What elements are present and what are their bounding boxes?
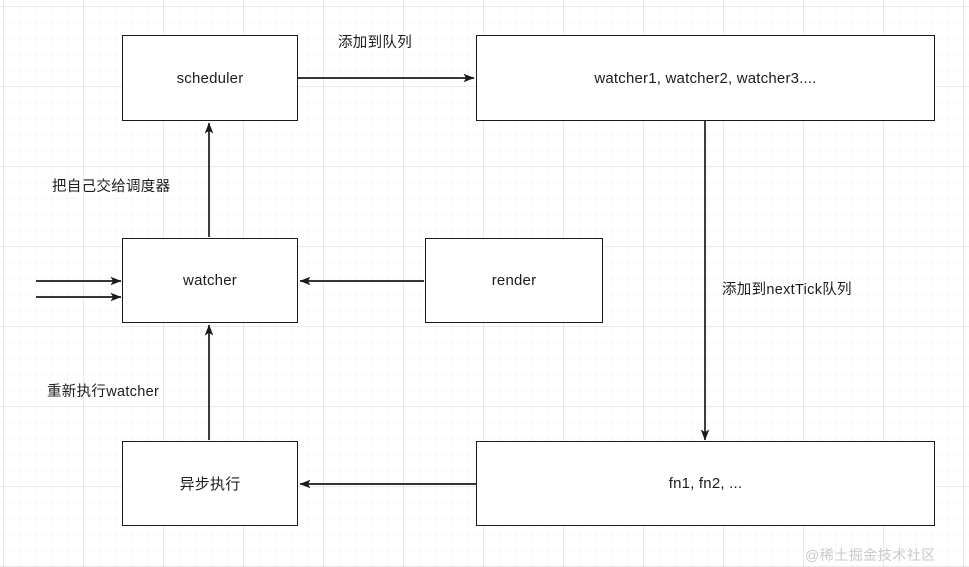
node-watcher-queue-label: watcher1, watcher2, watcher3.... — [594, 69, 817, 87]
edge-label-give-self-to-scheduler: 把自己交给调度器 — [52, 179, 171, 195]
node-watcher-queue[interactable]: watcher1, watcher2, watcher3.... — [476, 35, 935, 121]
node-async-execute[interactable]: 异步执行 — [122, 441, 298, 526]
node-fn-queue[interactable]: fn1, fn2, ... — [476, 441, 935, 526]
node-scheduler[interactable]: scheduler — [122, 35, 298, 121]
edge-label-rerun-watcher: 重新执行watcher — [47, 384, 160, 400]
node-render[interactable]: render — [425, 238, 603, 323]
node-watcher[interactable]: watcher — [122, 238, 298, 323]
edge-label-add-to-nexttick-queue: 添加到nextTick队列 — [722, 282, 852, 298]
watermark: @稀土掘金技术社区 — [805, 547, 936, 563]
node-async-execute-label: 异步执行 — [179, 476, 241, 493]
node-watcher-label: watcher — [183, 272, 237, 289]
edge-label-add-to-queue: 添加到队列 — [338, 35, 412, 51]
node-render-label: render — [491, 272, 537, 289]
node-scheduler-label: scheduler — [176, 69, 244, 87]
node-fn-queue-label: fn1, fn2, ... — [668, 475, 743, 492]
